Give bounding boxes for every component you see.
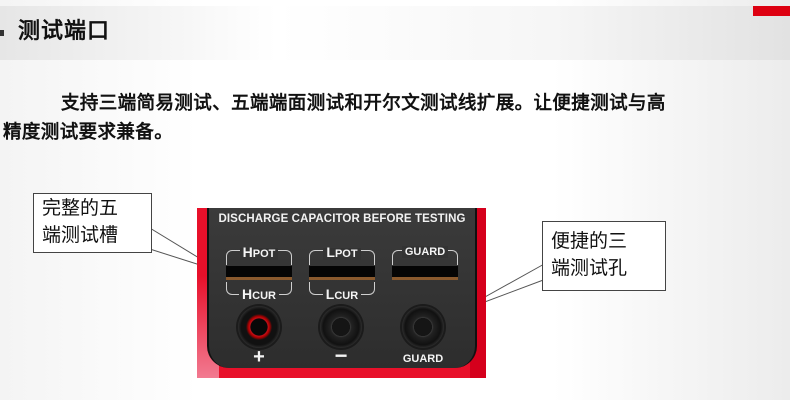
jack-positive-label: + <box>253 346 265 368</box>
terminal-panel: DISCHARGE CAPACITOR BEFORE TESTING HPOT … <box>207 208 477 368</box>
callout-right-line-2: 端测试孔 <box>551 257 628 279</box>
test-slot-guard[interactable] <box>392 266 458 280</box>
slot-h-bottom-label: HCUR <box>224 286 294 302</box>
callout-right-line-1: 便捷的三 <box>551 230 628 252</box>
callout-left-line-2: 端测试槽 <box>42 224 119 246</box>
slot-guard[interactable]: GUARD <box>390 244 460 302</box>
test-slot-l[interactable] <box>309 266 375 280</box>
title-bar <box>0 6 790 60</box>
jack-negative-label: − <box>334 343 348 368</box>
callout-three-terminal-jacks: 便捷的三 端测试孔 <box>542 221 666 291</box>
description-line-1: 支持三端简易测试、五端端面测试和开尔文测试线扩展。让便捷测试与高 <box>61 93 666 114</box>
red-accent-bar <box>753 6 790 16</box>
slot-l[interactable]: LPOT LCUR <box>307 244 377 302</box>
slot-h-top-label: HPOT <box>224 244 294 260</box>
callout-five-terminal-slot: 完整的五 端测试槽 <box>33 193 152 253</box>
slot-guard-label: GUARD <box>390 246 460 258</box>
description-line-2: 精度测试要求兼备。 <box>3 122 174 143</box>
slot-l-top-label: LPOT <box>307 244 377 260</box>
jack-guard[interactable] <box>402 306 444 348</box>
slot-l-bottom-label: LCUR <box>307 286 377 302</box>
description-paragraph: 支持三端简易测试、五端端面测试和开尔文测试线扩展。让便捷测试与高 精度测试要求兼… <box>3 89 788 147</box>
callout-left-line-1: 完整的五 <box>42 197 119 219</box>
jack-positive[interactable] <box>238 306 280 348</box>
slot-h[interactable]: HPOT HCUR <box>224 244 294 302</box>
jack-guard-label: GUARD <box>402 353 444 365</box>
warning-text: DISCHARGE CAPACITOR BEFORE TESTING <box>218 213 466 225</box>
device-photo: DISCHARGE CAPACITOR BEFORE TESTING HPOT … <box>197 208 486 378</box>
test-slot-h[interactable] <box>226 266 292 280</box>
jack-negative[interactable] <box>320 306 362 348</box>
page-title: 测试端口 <box>18 19 111 44</box>
title-marker <box>0 30 4 36</box>
